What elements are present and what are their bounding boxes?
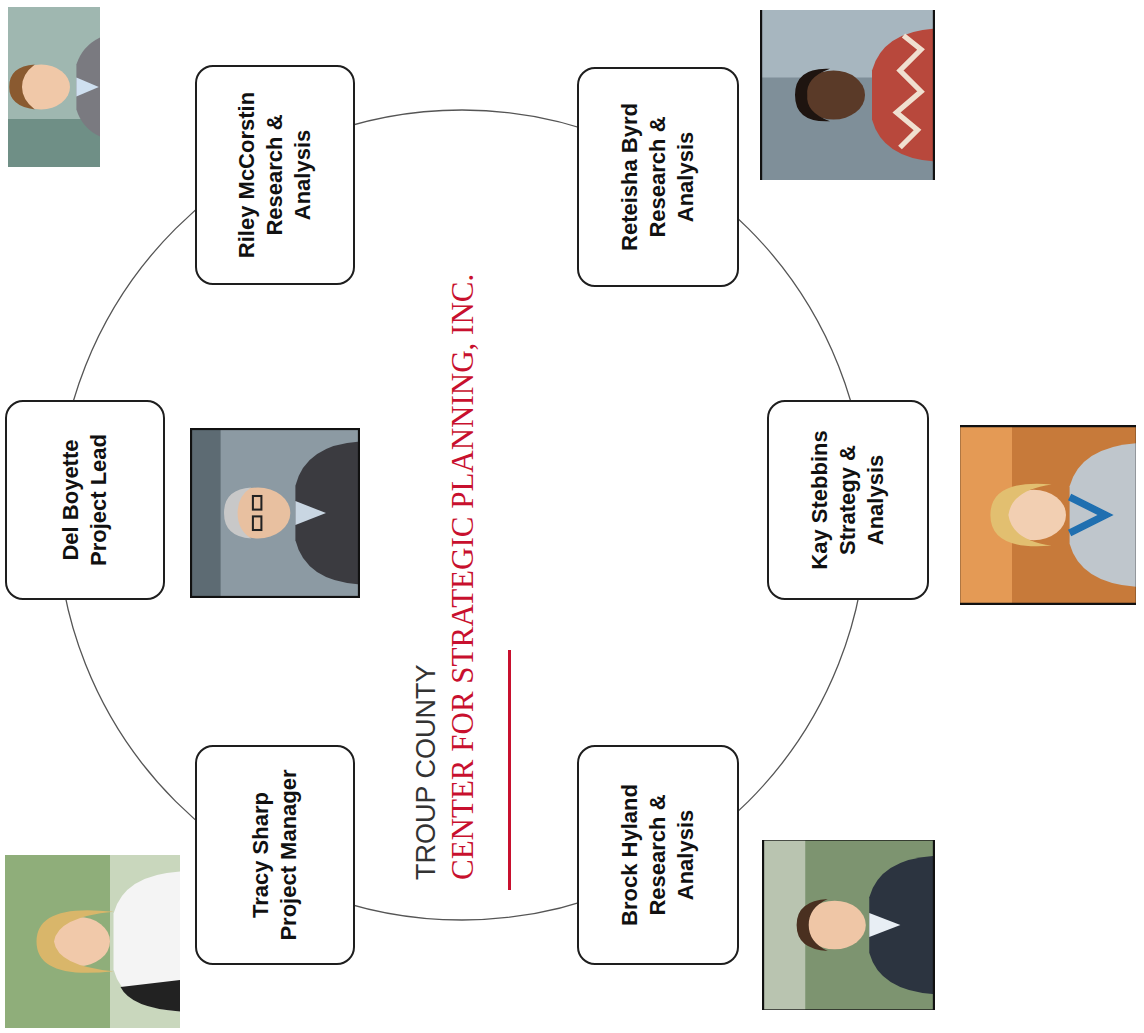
person-role: Project Manager (275, 769, 303, 940)
person-name: Tracy Sharp (247, 792, 275, 918)
portrait-photo (5, 854, 180, 1029)
person-box: Brock HylandResearch & Analysis (577, 745, 739, 965)
title-underline (508, 650, 511, 890)
portrait-photo (762, 839, 935, 1012)
person-name: Brock Hyland (616, 784, 644, 926)
person-role: Project Lead (85, 434, 113, 566)
team-circle (57, 110, 867, 920)
person-role: Research & Analysis (644, 761, 700, 949)
person-box: Kay StebbinsStrategy & Analysis (767, 400, 929, 600)
person-box: Del BoyetteProject Lead (5, 400, 165, 600)
person-box: Reteisha ByrdResearch & Analysis (577, 67, 739, 287)
person-box: Tracy SharpProject Manager (195, 745, 355, 965)
person-box: Riley McCorstinResearch & Analysis (195, 65, 355, 285)
person-name: Riley McCorstin (233, 92, 261, 258)
person-role: Research & Analysis (261, 81, 317, 269)
person-name: Kay Stebbins (806, 430, 834, 569)
person-name: Del Boyette (57, 439, 85, 560)
person-role: Strategy & Analysis (834, 416, 890, 584)
org-label: TROUP COUNTY (410, 660, 442, 884)
title: CENTER FOR STRATEGIC PLANNING, INC. (444, 270, 481, 884)
person-name: Reteisha Byrd (616, 103, 644, 251)
portrait-photo (190, 428, 360, 598)
portrait-photo (0, 7, 134, 167)
person-role: Research & Analysis (644, 83, 700, 271)
portrait-photo (760, 8, 935, 183)
portrait-photo (958, 425, 1138, 605)
